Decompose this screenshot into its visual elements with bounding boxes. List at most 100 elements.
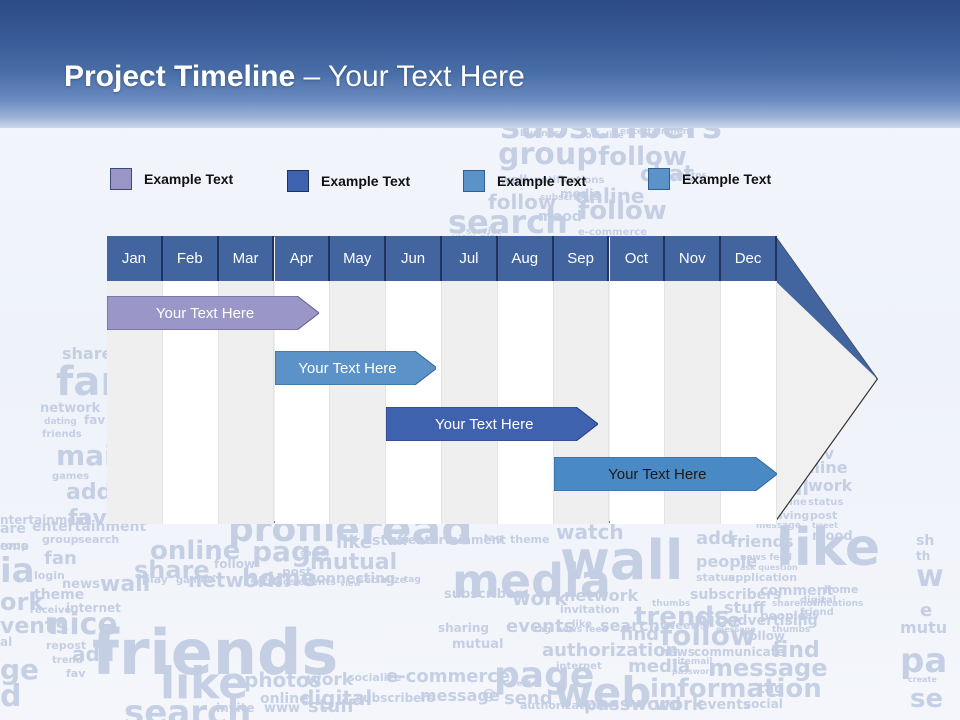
word-cloud-word: nice — [694, 608, 741, 632]
word-cloud-word: online — [260, 691, 309, 707]
word-cloud-word: add — [72, 642, 115, 666]
word-cloud-word: sharing — [438, 621, 489, 635]
legend-label: Example Text — [144, 171, 234, 187]
bar-label: Your Text Here — [608, 465, 707, 483]
bar-arrow-icon — [553, 457, 777, 491]
word-cloud-word: tag — [534, 625, 551, 635]
month-column-may[interactable]: May — [330, 236, 387, 524]
month-header-jul: Jul — [442, 236, 498, 281]
bar-arrow-icon — [274, 351, 437, 385]
word-cloud-word: receive — [30, 605, 72, 616]
word-cloud-word: games — [52, 471, 90, 482]
word-cloud-word: fan — [44, 548, 77, 569]
bar-label: Your Text Here — [298, 359, 397, 377]
word-cloud-word: wall — [500, 173, 528, 187]
word-cloud-word: theme — [510, 533, 550, 546]
page-title-light: – Your Text Here — [295, 60, 525, 93]
timeline-bar-1[interactable]: Your Text Here — [107, 296, 320, 330]
word-cloud-word: fav — [66, 667, 86, 680]
word-cloud-word: thumbs — [772, 625, 811, 635]
word-cloud-word: ntertainment — [0, 513, 90, 527]
word-cloud-word: events — [698, 697, 752, 713]
word-cloud-word: service — [466, 227, 503, 237]
month-column-mar[interactable]: Mar — [218, 236, 275, 524]
word-cloud-word: mutual — [310, 550, 398, 575]
word-cloud-word: games — [176, 575, 214, 586]
month-column-jul[interactable]: Jul — [442, 236, 498, 524]
timeline-bar-2[interactable]: Your Text Here — [274, 351, 437, 385]
word-cloud-word: subscribers — [540, 193, 599, 203]
word-cloud-word: stuff — [724, 598, 766, 617]
word-cloud-word: page — [252, 535, 330, 568]
word-cloud-word: add — [696, 528, 734, 549]
word-cloud-word: share — [772, 599, 801, 609]
bar-arrow-icon — [107, 296, 320, 330]
word-cloud-word: wall — [560, 529, 684, 592]
word-cloud-word: theme — [34, 587, 85, 603]
legend-swatch-icon — [648, 168, 670, 190]
month-header-nov: Nov — [665, 236, 722, 281]
word-cloud-word: w — [916, 559, 944, 594]
word-cloud-word: e-commerce — [386, 666, 511, 687]
month-column-aug[interactable]: Aug — [497, 236, 554, 524]
word-cloud-word: social — [300, 549, 330, 559]
legend-item-3[interactable]: Example Text — [463, 170, 586, 192]
word-cloud-word: follow — [214, 557, 256, 571]
word-cloud-word: se — [910, 684, 944, 714]
word-cloud-word: entertainment — [408, 533, 506, 547]
legend-item-4[interactable]: Example Text — [648, 168, 771, 190]
word-cloud-word: follow — [660, 619, 756, 652]
word-cloud-word: sitemail — [672, 657, 713, 667]
month-header-jun: Jun — [386, 236, 442, 281]
word-cloud-word: socialize — [348, 671, 402, 684]
word-cloud-word: e-commerce — [578, 227, 647, 238]
month-cell-aug — [497, 281, 554, 524]
legend-item-2[interactable]: Example Text — [287, 170, 410, 192]
word-cloud-word: dating — [44, 417, 77, 427]
word-cloud-word: vents — [0, 614, 69, 639]
timeline-bar-3[interactable]: Your Text Here — [386, 407, 599, 441]
timeline-bar-4[interactable]: Your Text Here — [553, 457, 777, 491]
word-cloud-word: notifications — [800, 599, 864, 609]
month-cell-jun — [386, 281, 442, 524]
word-cloud-word: sh — [916, 533, 935, 549]
word-cloud-word: information — [650, 674, 822, 704]
word-cloud-word: ia — [0, 551, 35, 591]
word-cloud-word: post — [810, 509, 838, 522]
word-cloud-word: events — [298, 577, 336, 588]
word-cloud-word: ork — [0, 588, 45, 616]
month-header-jan: Jan — [107, 236, 163, 281]
word-cloud-word: business — [520, 129, 565, 139]
month-column-jun[interactable]: Jun — [386, 236, 442, 524]
word-cloud-word: group — [498, 137, 598, 172]
word-cloud-word: :) — [212, 571, 223, 585]
word-cloud-word: socialize — [580, 131, 624, 141]
word-cloud-word: work — [654, 694, 704, 715]
word-cloud-word: mutual — [452, 637, 504, 652]
word-cloud-word: view — [340, 579, 361, 588]
word-cloud-word: find — [620, 624, 660, 645]
bar-label: Your Text Here — [155, 304, 255, 322]
word-cloud-word: network — [188, 568, 281, 592]
word-cloud-word: watch — [556, 520, 624, 544]
word-cloud-word: media — [452, 554, 611, 608]
word-cloud-word: search — [124, 693, 252, 720]
word-cloud-word: authorization — [542, 640, 679, 661]
month-column-jan[interactable]: Jan — [107, 236, 163, 524]
word-cloud-word: friends — [92, 616, 339, 689]
legend-item-1[interactable]: Example Text — [110, 168, 233, 190]
word-cloud-word: like — [160, 658, 249, 709]
word-cloud-word: share — [62, 344, 113, 363]
word-cloud-word: events — [506, 616, 575, 637]
word-cloud-word: ge — [0, 653, 40, 686]
word-cloud-word: home — [824, 583, 859, 596]
page-title: Project Timeline – Your Text Here — [64, 60, 525, 94]
word-cloud-word: message — [708, 654, 828, 682]
word-cloud-word: settings — [250, 577, 296, 588]
month-cell-may — [330, 281, 387, 524]
word-cloud-word: photos — [672, 171, 707, 181]
word-cloud-word: socialize — [358, 575, 407, 586]
word-cloud-word: photos — [244, 668, 322, 692]
month-column-feb[interactable]: Feb — [162, 236, 219, 524]
